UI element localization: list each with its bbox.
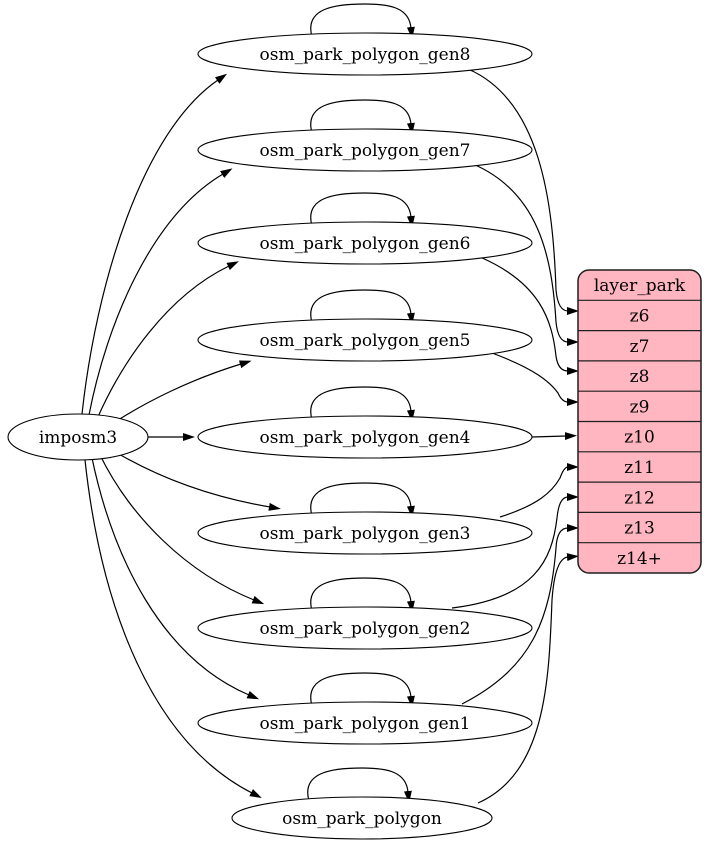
edge-imposm3-polygon bbox=[84, 459, 262, 799]
self-loop-polygon bbox=[307, 767, 412, 803]
self-loop-gen5 bbox=[310, 289, 415, 325]
self-loop-gen3 bbox=[310, 482, 415, 518]
gen8-label: osm_park_polygon_gen8 bbox=[260, 45, 471, 65]
polygon-ellipse bbox=[231, 796, 493, 840]
gen5-ellipse bbox=[197, 318, 533, 362]
self-loop-gen4 bbox=[310, 386, 415, 422]
edge-polygon-z14 bbox=[477, 553, 579, 804]
edge-gen1-z13 bbox=[461, 524, 579, 705]
edge-gen4-z10 bbox=[531, 432, 577, 441]
gen3-label: osm_park_polygon_gen3 bbox=[260, 524, 471, 544]
node-imposm3: imposm3 bbox=[7, 413, 149, 461]
gen5-label: osm_park_polygon_gen5 bbox=[260, 331, 471, 351]
node-osm-park-polygon-gen8: osm_park_polygon_gen8 bbox=[197, 32, 533, 76]
self-loop-gen2 bbox=[310, 577, 415, 613]
gen3-ellipse bbox=[197, 511, 533, 555]
edge-gen6-z8 bbox=[479, 256, 579, 375]
node-osm-park-polygon-gen7: osm_park_polygon_gen7 bbox=[197, 128, 533, 172]
gen7-label: osm_park_polygon_gen7 bbox=[260, 141, 471, 161]
polygon-label: osm_park_polygon bbox=[282, 809, 442, 829]
layer-park-row-z10: z10 bbox=[624, 428, 655, 448]
gen2-ellipse bbox=[197, 606, 533, 650]
edge-imposm3-gen8 bbox=[81, 73, 228, 415]
layer-park-row-z11: z11 bbox=[624, 458, 655, 478]
edges-tables-to-layer bbox=[451, 68, 579, 804]
node-osm-park-polygon-gen5: osm_park_polygon_gen5 bbox=[197, 318, 533, 362]
layer-park-row-z12: z12 bbox=[624, 488, 655, 508]
edge-imposm3-gen2 bbox=[99, 454, 265, 605]
self-loop-gen8 bbox=[310, 3, 415, 39]
edge-gen7-z7 bbox=[472, 163, 579, 346]
imposm3-ellipse bbox=[7, 413, 149, 461]
node-osm-park-polygon-gen6: osm_park_polygon_gen6 bbox=[197, 221, 533, 265]
edge-gen3-z11 bbox=[499, 463, 579, 518]
node-layer-park: layer_park z6 z7 z8 z9 z10 z11 z12 z13 z… bbox=[577, 269, 702, 574]
self-loop-gen1 bbox=[310, 672, 415, 708]
edge-imposm3-gen3 bbox=[111, 449, 281, 511]
layer-park-row-z13: z13 bbox=[624, 519, 655, 539]
edge-imposm3-gen6 bbox=[96, 261, 239, 420]
layer-park-title: layer_park bbox=[594, 276, 686, 296]
node-osm-park-polygon-gen1: osm_park_polygon_gen1 bbox=[197, 701, 533, 745]
gen7-ellipse bbox=[197, 128, 533, 172]
self-loop-gen7 bbox=[310, 99, 415, 135]
gen1-label: osm_park_polygon_gen1 bbox=[260, 714, 471, 734]
node-osm-park-polygon: osm_park_polygon bbox=[231, 796, 493, 840]
edge-imposm3-gen1 bbox=[91, 457, 260, 700]
layer-park-row-z6: z6 bbox=[630, 307, 650, 327]
layer-park-row-z8: z8 bbox=[630, 367, 650, 387]
gen6-label: osm_park_polygon_gen6 bbox=[260, 234, 471, 254]
gen8-ellipse bbox=[197, 32, 533, 76]
self-loop-gen6 bbox=[310, 192, 415, 228]
edge-imposm3-gen5 bbox=[111, 360, 252, 425]
layer-park-row-z14: z14+ bbox=[617, 549, 662, 569]
node-osm-park-polygon-gen4: osm_park_polygon_gen4 bbox=[197, 415, 533, 459]
layer-park-row-z7: z7 bbox=[630, 337, 650, 357]
gen1-ellipse bbox=[197, 701, 533, 745]
node-osm-park-polygon-gen3: osm_park_polygon_gen3 bbox=[197, 511, 533, 555]
layer-park-row-z9: z9 bbox=[630, 397, 650, 417]
node-osm-park-polygon-gen2: osm_park_polygon_gen2 bbox=[197, 606, 533, 650]
gen6-ellipse bbox=[197, 221, 533, 265]
edges-imposm3-to-tables bbox=[81, 73, 281, 799]
gen4-ellipse bbox=[197, 415, 533, 459]
edge-imposm3-gen7 bbox=[88, 168, 233, 416]
self-loop-edges bbox=[307, 3, 415, 803]
gen4-label: osm_park_polygon_gen4 bbox=[260, 428, 471, 448]
edge-gen5-z9 bbox=[491, 352, 579, 406]
gen2-label: osm_park_polygon_gen2 bbox=[260, 619, 471, 639]
edge-gen8-z6 bbox=[467, 68, 579, 315]
imposm3-label: imposm3 bbox=[39, 428, 117, 448]
edge-gen2-z12 bbox=[451, 493, 579, 609]
